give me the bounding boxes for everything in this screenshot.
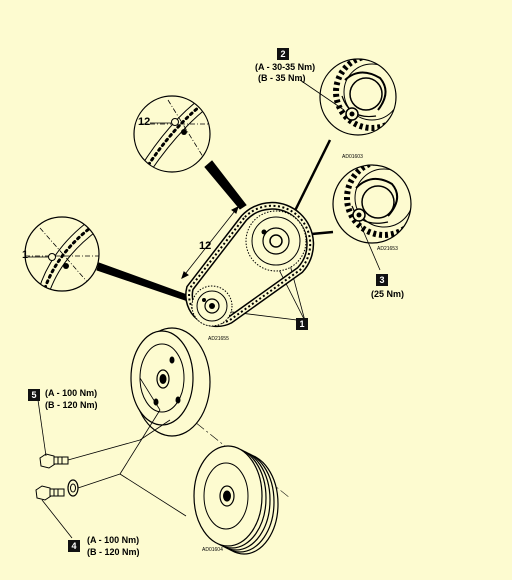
crankshaft-pulley: [130, 327, 211, 437]
upper-detail-pin-number: 12: [138, 116, 151, 128]
image-code-pulley: AD01604: [202, 547, 223, 553]
callout-4-torque-a: (A - 100 Nm): [87, 535, 140, 545]
callout-2-badge: 2: [277, 48, 289, 60]
camshaft-bolt-detail: [319, 58, 397, 136]
image-code-middle-right: AD21653: [377, 246, 398, 252]
lower-detail-pin-number: 1: [22, 249, 29, 261]
sprocket-bolt-detail: [332, 164, 412, 271]
callout-5-torque-a: (A - 100 Nm): [45, 388, 98, 398]
callout-5-badge: 5: [28, 389, 40, 401]
callout-1-badge: 1: [296, 318, 308, 330]
chain-pitch-dimension: 12: [199, 240, 212, 252]
image-code-upper-right: AD01603: [342, 154, 363, 160]
callout-2-leader: [299, 79, 345, 111]
callout-4-badge: 4: [68, 540, 80, 552]
assembly-lines: [67, 377, 187, 517]
callout-3-torque: (25 Nm): [371, 289, 405, 299]
upper-detail-circle: [133, 95, 211, 173]
camshaft-sprocket: [245, 210, 307, 272]
dimension-arrow: [181, 206, 239, 279]
image-code-sprocket: AD21655: [208, 336, 229, 342]
callout-5-torque-b: (B - 120 Nm): [45, 400, 98, 410]
lower-detail-circle: [24, 216, 100, 292]
label-leaders: [28, 122, 154, 539]
callout-2-torque-b: (B - 35 Nm): [258, 73, 306, 83]
accessory-pulley: [193, 445, 279, 555]
pulley-bolts: [35, 453, 79, 501]
callout-3-badge: 3: [376, 274, 388, 286]
crankshaft-sprocket: [191, 285, 233, 327]
callout-4-torque-b: (B - 120 Nm): [87, 547, 140, 557]
callout-2-torque-a: (A - 30-35 Nm): [255, 62, 316, 72]
